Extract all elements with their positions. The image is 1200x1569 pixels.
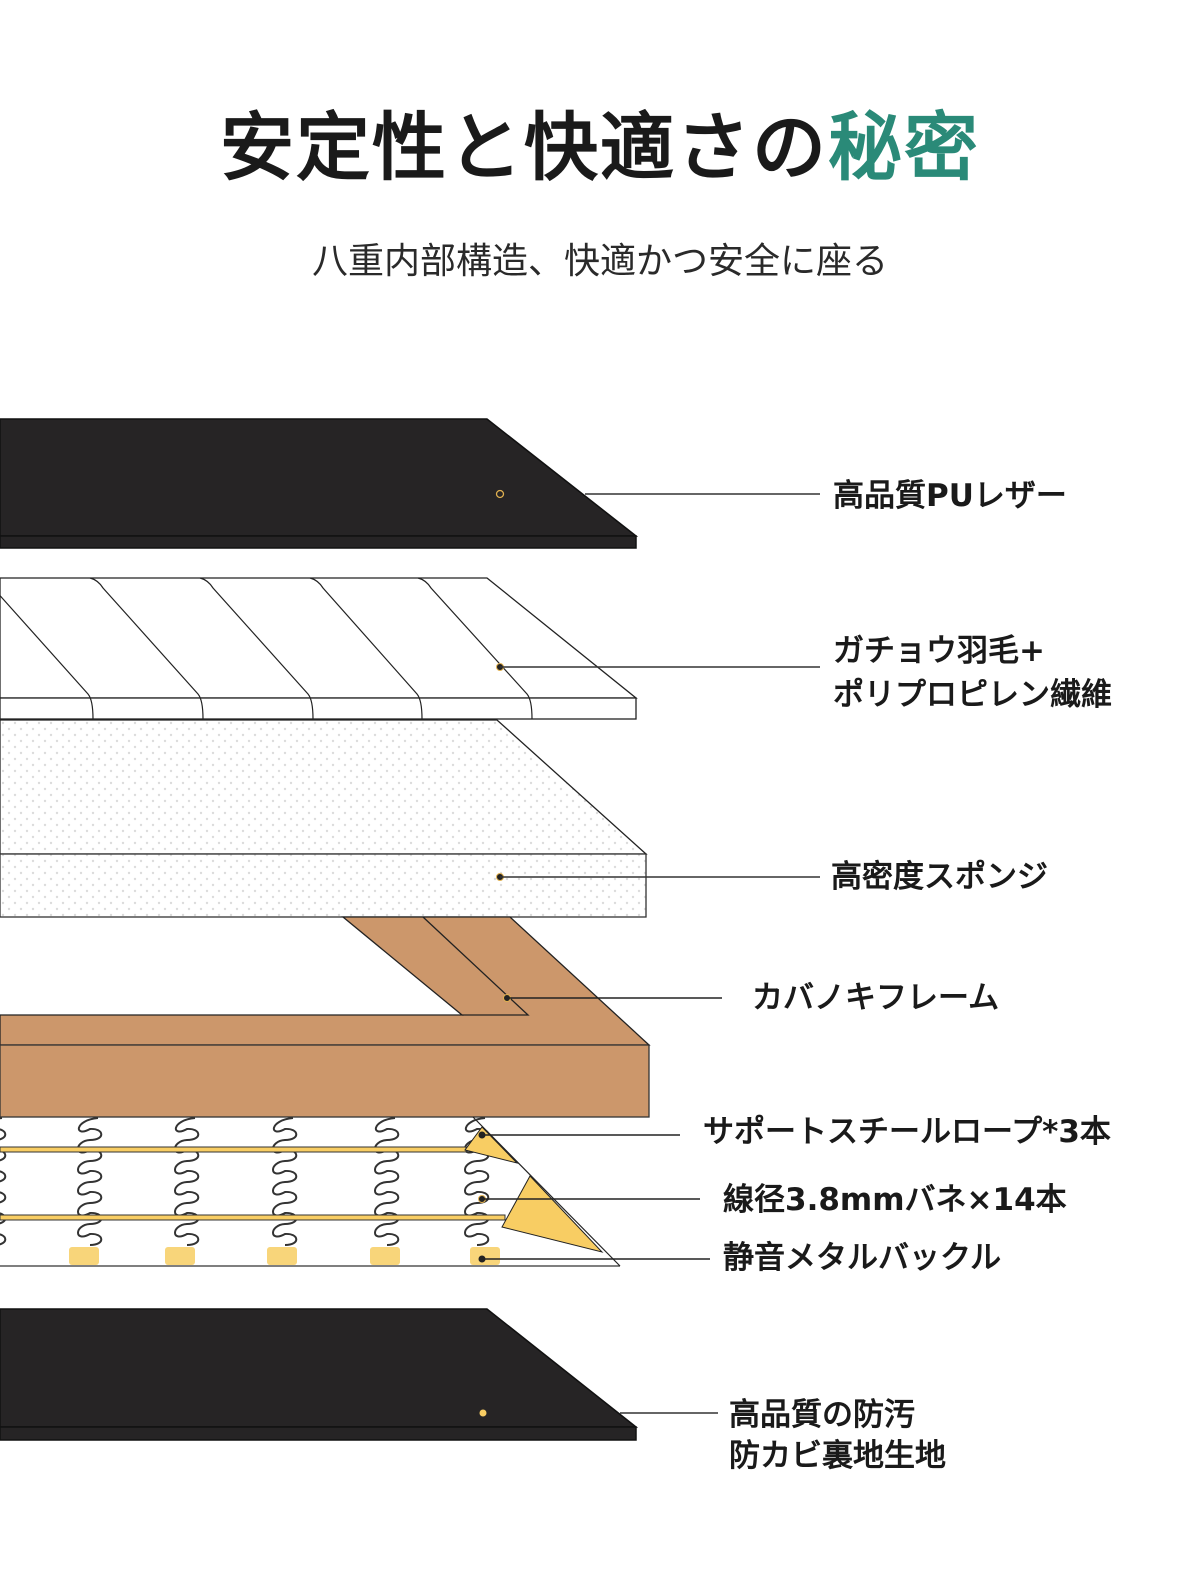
- label-sponge: 高密度スポンジ: [831, 859, 1048, 895]
- metal-buckle: [165, 1247, 195, 1265]
- title-accent: 秘密: [828, 105, 980, 191]
- label-bottom-fabric-line1: 高品質の防汚: [729, 1397, 915, 1433]
- metal-buckle: [267, 1247, 297, 1265]
- title-main: 安定性と快適さの: [220, 105, 828, 191]
- metal-buckle: [470, 1247, 500, 1265]
- label-birch-frame: カバノキフレーム: [752, 980, 999, 1016]
- spring: [174, 1117, 200, 1246]
- label-feather-line2: ポリプロピレン繊維: [833, 677, 1112, 713]
- callout-dot: [479, 1409, 487, 1417]
- label-pu-leather: 高品質PUレザー: [833, 478, 1067, 514]
- callout-dot: [495, 489, 505, 499]
- bottom-fabric-layer: [0, 1308, 718, 1441]
- steel-rope: [0, 1146, 467, 1153]
- label-buckle: 静音メタルバックル: [723, 1240, 1001, 1276]
- spring: [77, 1117, 103, 1246]
- label-bottom-fabric-line2: 防カビ裏地生地: [729, 1438, 946, 1474]
- label-springs: 線径3.8mmバネ×14本: [723, 1182, 1067, 1218]
- sponge-layer: [0, 719, 820, 918]
- rope-clip: [464, 1126, 519, 1164]
- page-subtitle: 八重内部構造、快適かつ安全に座る: [311, 241, 888, 282]
- feather-fiber-layer: [0, 577, 820, 720]
- buckles: [69, 1247, 500, 1265]
- metal-buckle: [69, 1247, 99, 1265]
- spring: [0, 1117, 7, 1246]
- birch-frame-layer: [0, 916, 722, 1118]
- rope-clip: [501, 1175, 604, 1253]
- label-steel-rope: サポートスチールロープ*3本: [703, 1114, 1111, 1150]
- spring: [374, 1117, 400, 1246]
- pu-leather-layer: [0, 418, 820, 549]
- springs: [0, 1117, 490, 1246]
- metal-buckle: [370, 1247, 400, 1265]
- spring: [272, 1117, 298, 1246]
- spring-layer: [0, 1116, 710, 1267]
- page-title: 安定性と快適さの秘密: [0, 88, 1200, 195]
- label-feather-line1: ガチョウ羽毛+: [833, 633, 1045, 669]
- steel-rope: [0, 1214, 506, 1221]
